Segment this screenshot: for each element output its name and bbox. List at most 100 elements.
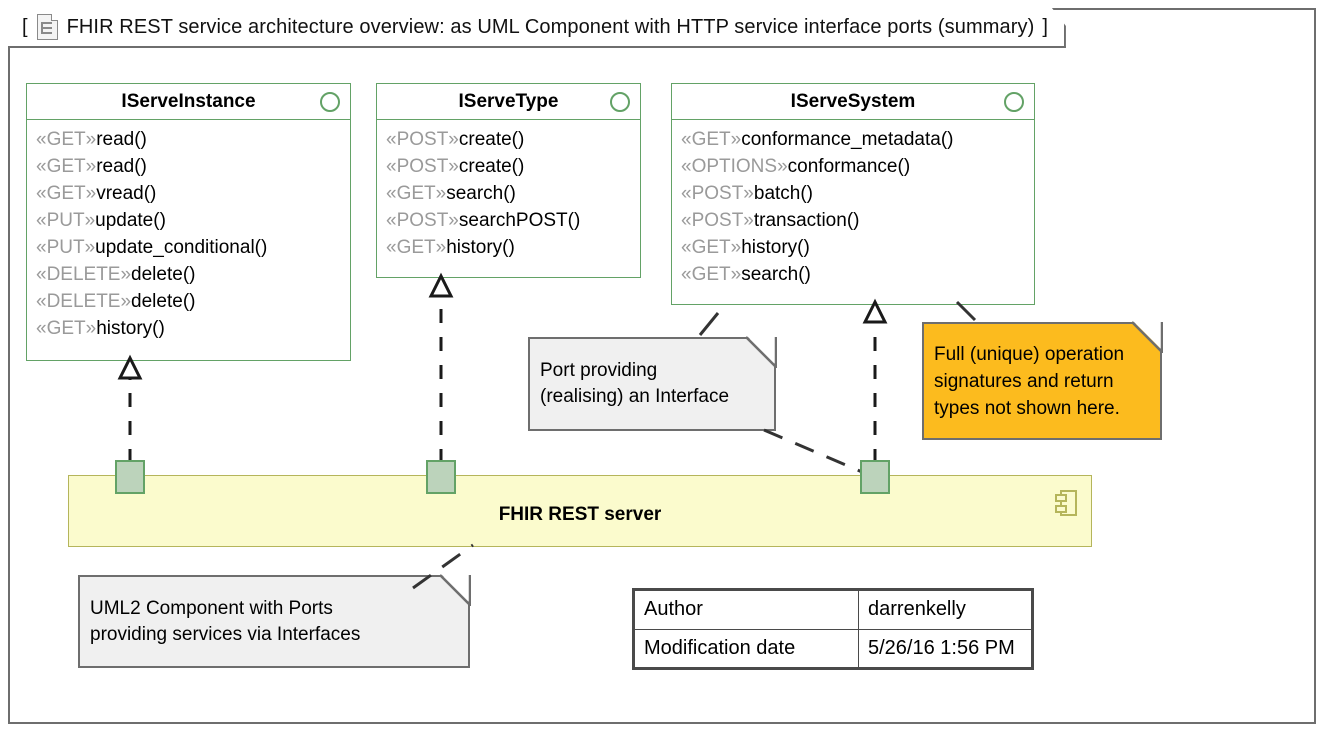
- operation-stereotype: «POST»: [386, 210, 459, 231]
- operation-stereotype: «GET»: [36, 318, 97, 339]
- interface-name: IServeType: [458, 90, 559, 112]
- operation-list: «GET»read() «GET»read() «GET»vread() «PU…: [27, 120, 350, 350]
- table-cell-value: 5/26/16 1:56 PM: [858, 628, 1032, 668]
- operation-stereotype: «GET»: [681, 264, 742, 285]
- operation-row[interactable]: «POST»transaction(): [672, 207, 1034, 234]
- operation-signature: history(): [741, 237, 810, 258]
- operation-row[interactable]: «PUT»update(): [27, 207, 350, 234]
- operation-stereotype: «POST»: [681, 183, 754, 204]
- note-body: [78, 575, 470, 668]
- operation-row[interactable]: «GET»history(): [27, 315, 350, 342]
- port-iservetype[interactable]: [426, 460, 456, 494]
- lollipop-interface-icon: [320, 91, 340, 112]
- note-operation-signatures[interactable]: Full (unique) operation signatures and r…: [922, 321, 1163, 440]
- note-fold-line: [1131, 321, 1163, 353]
- frame-bracket-open: [: [22, 15, 28, 38]
- operation-row[interactable]: «GET»search(): [377, 180, 640, 207]
- operation-row[interactable]: «GET»history(): [377, 234, 640, 261]
- operation-row[interactable]: «GET»vread(): [27, 180, 350, 207]
- note-text: Port providing (realising) an Interface: [540, 337, 762, 431]
- operation-row[interactable]: «PUT»update_conditional(): [27, 234, 350, 261]
- interface-title: IServeType: [377, 84, 640, 120]
- operation-row[interactable]: «OPTIONS»conformance(): [672, 153, 1034, 180]
- operation-signature: create(): [458, 156, 525, 177]
- table-cell-value: darrenkelly: [858, 590, 1032, 630]
- port-iservesystem[interactable]: [860, 460, 890, 494]
- component-fhir-rest-server[interactable]: FHIR REST server: [68, 475, 1092, 547]
- interface-title: IServeInstance: [27, 84, 350, 120]
- operation-signature: search(): [446, 183, 516, 204]
- operation-stereotype: «GET»: [681, 129, 742, 150]
- operation-row[interactable]: «POST»batch(): [672, 180, 1034, 207]
- note-line: Port providing: [540, 360, 658, 381]
- uml-component-icon: [1055, 490, 1077, 516]
- interface-name: IServeInstance: [121, 90, 256, 112]
- operation-signature: delete(): [131, 291, 196, 312]
- operation-signature: vread(): [96, 183, 157, 204]
- interface-iservesystem[interactable]: IServeSystem «GET»conformance_metadata()…: [671, 83, 1035, 305]
- note-component-ports[interactable]: UML2 Component with Ports providing serv…: [78, 574, 471, 668]
- interface-title: IServeSystem: [672, 84, 1034, 120]
- operation-list: «GET»conformance_metadata() «OPTIONS»con…: [672, 120, 1034, 296]
- operation-signature: conformance_metadata(): [741, 129, 954, 150]
- operation-stereotype: «GET»: [36, 183, 97, 204]
- note-line: types not shown here.: [934, 397, 1120, 419]
- interface-name: IServeSystem: [790, 90, 916, 112]
- operation-stereotype: «GET»: [386, 237, 447, 258]
- operation-row[interactable]: «GET»history(): [672, 234, 1034, 261]
- operation-stereotype: «GET»: [681, 237, 742, 258]
- note-fold-line: [745, 336, 777, 368]
- interface-iserveinstance[interactable]: IServeInstance «GET»read() «GET»read() «…: [26, 83, 351, 361]
- note-line: providing services via Interfaces: [90, 623, 361, 645]
- operation-stereotype: «PUT»: [36, 210, 96, 231]
- note-line: Full (unique) operation: [934, 343, 1125, 365]
- operation-row[interactable]: «DELETE»delete(): [27, 261, 350, 288]
- operation-row[interactable]: «GET»read(): [27, 126, 350, 153]
- operation-signature: searchPOST(): [458, 210, 581, 231]
- note-body: [528, 337, 776, 431]
- table-cell-key: Author: [634, 590, 859, 630]
- operation-signature: read(): [96, 156, 147, 177]
- operation-stereotype: «DELETE»: [36, 291, 132, 312]
- operation-stereotype: «POST»: [681, 210, 754, 231]
- component-name: FHIR REST server: [498, 504, 662, 525]
- operation-signature: read(): [96, 129, 147, 150]
- note-text: UML2 Component with Ports providing serv…: [90, 575, 456, 668]
- operation-signature: create(): [458, 129, 525, 150]
- operation-signature: update(): [95, 210, 166, 231]
- table-row: Modification date 5/26/16 1:56 PM: [634, 628, 1032, 668]
- operation-signature: update_conditional(): [95, 237, 268, 258]
- note-line: signatures and return: [934, 370, 1114, 392]
- operation-signature: delete(): [131, 264, 196, 285]
- operation-row[interactable]: «POST»create(): [377, 126, 640, 153]
- info-table: Author darrenkelly Modification date 5/2…: [632, 588, 1034, 670]
- table-row: Author darrenkelly: [634, 590, 1032, 630]
- operation-stereotype: «POST»: [386, 129, 459, 150]
- operation-row[interactable]: «POST»create(): [377, 153, 640, 180]
- operation-stereotype: «GET»: [386, 183, 447, 204]
- note-text: Full (unique) operation signatures and r…: [934, 322, 1148, 440]
- operation-stereotype: «PUT»: [36, 237, 96, 258]
- operation-row[interactable]: «GET»conformance_metadata(): [672, 126, 1034, 153]
- operation-row[interactable]: «POST»searchPOST(): [377, 207, 640, 234]
- operation-signature: transaction(): [753, 210, 860, 231]
- diagram-frame-header: [ FHIR REST service architecture overvie…: [8, 8, 1066, 48]
- operation-signature: history(): [446, 237, 515, 258]
- operation-row[interactable]: «GET»read(): [27, 153, 350, 180]
- diagram-title: FHIR REST service architecture overview:…: [66, 15, 1035, 38]
- interface-iservetype[interactable]: IServeType «POST»create() «POST»create()…: [376, 83, 641, 278]
- operation-stereotype: «GET»: [36, 156, 97, 177]
- lollipop-interface-icon: [610, 91, 630, 112]
- operation-stereotype: «DELETE»: [36, 264, 132, 285]
- note-line: (realising) an Interface: [540, 386, 730, 407]
- port-iserveinstance[interactable]: [115, 460, 145, 494]
- operation-row[interactable]: «GET»search(): [672, 261, 1034, 288]
- table-cell-key: Modification date: [634, 628, 859, 668]
- operation-signature: search(): [741, 264, 811, 285]
- operation-signature: batch(): [753, 183, 814, 204]
- operation-row[interactable]: «DELETE»delete(): [27, 288, 350, 315]
- operation-list: «POST»create() «POST»create() «GET»searc…: [377, 120, 640, 269]
- operation-stereotype: «OPTIONS»: [681, 156, 788, 177]
- note-port-interface[interactable]: Port providing (realising) an Interface: [528, 336, 777, 431]
